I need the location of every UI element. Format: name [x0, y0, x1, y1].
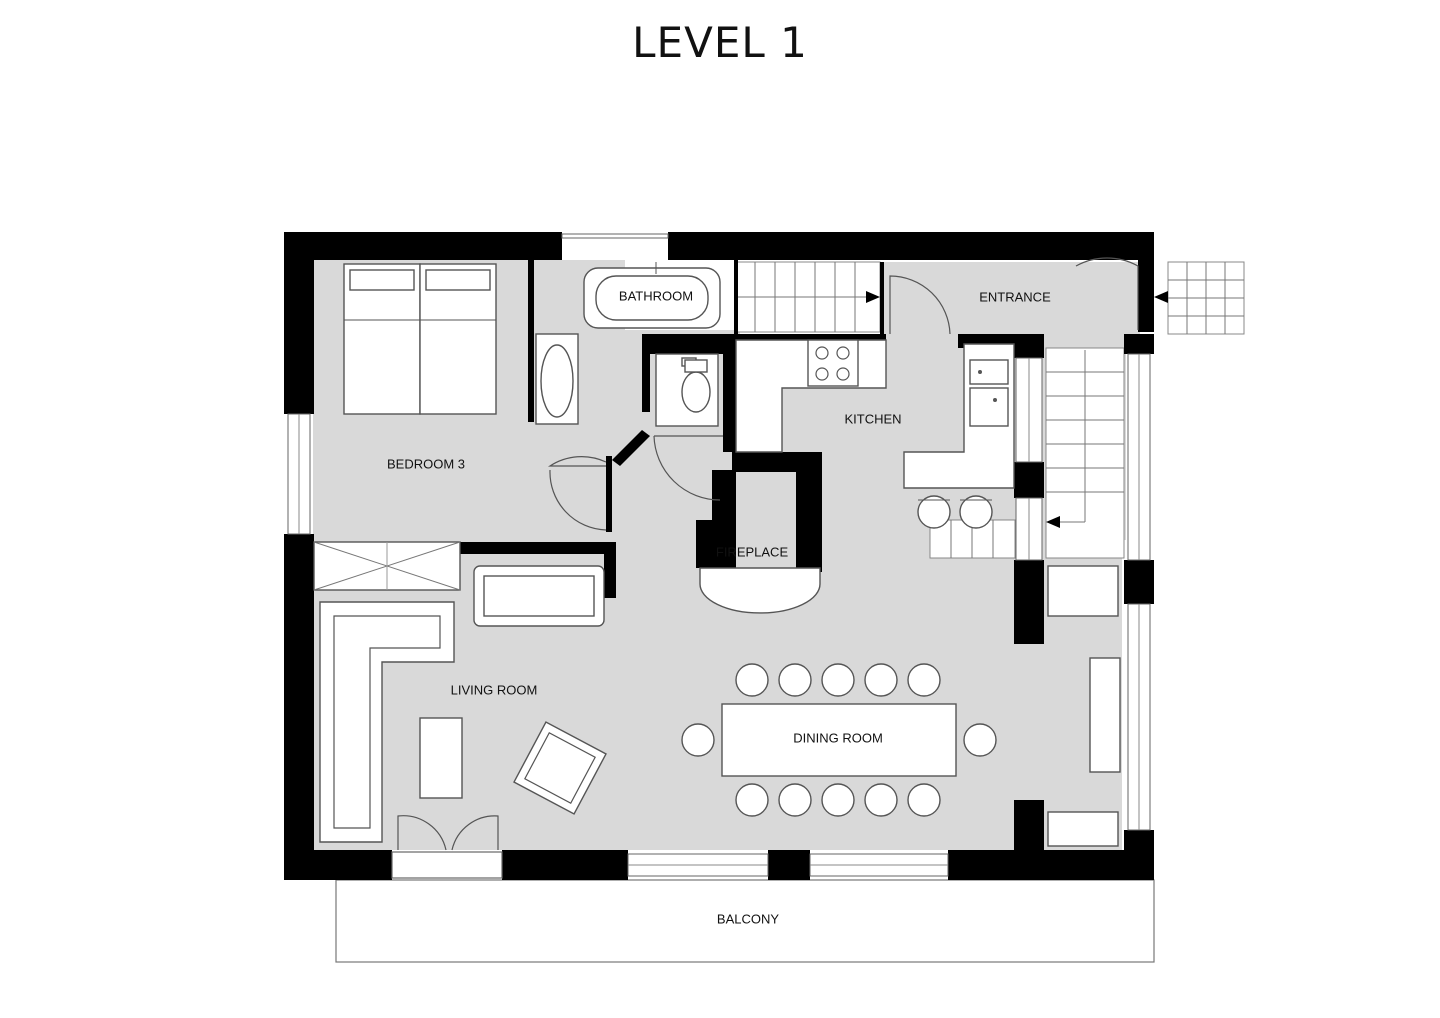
shower-tub [535, 333, 579, 425]
room-label-entrance: ENTRANCE [979, 289, 1051, 304]
armchair [513, 721, 607, 815]
side-cabinet [1047, 565, 1119, 617]
entry-arrow-icon [1154, 291, 1168, 303]
side-cabinet [1047, 811, 1119, 847]
balcony-outline [335, 879, 1155, 963]
room-label-living-room: LIVING ROOM [451, 682, 538, 697]
double-bed [343, 263, 497, 415]
hob-burner [815, 367, 829, 381]
fireplace-hearth [699, 567, 821, 614]
bathtub [583, 262, 721, 329]
wardrobe [313, 541, 461, 591]
sofa [473, 565, 605, 627]
stairs [734, 261, 1245, 559]
room-label-fireplace: FIREPLACE [716, 544, 789, 559]
sideboard [1089, 657, 1121, 773]
toilet [655, 353, 719, 427]
windows [287, 353, 1151, 877]
bar-stools [917, 495, 993, 529]
hob-burner [836, 367, 850, 381]
dining-chairs [681, 663, 997, 817]
room-label-bathroom: BATHROOM [619, 288, 693, 303]
doors [547, 257, 1139, 531]
stair-arrow-icon [866, 291, 880, 303]
kitchen-counter [735, 339, 1015, 489]
dining-table [721, 703, 957, 777]
stair-arrow-icon [1046, 516, 1060, 528]
coffee-table [419, 717, 463, 799]
hob-burner [836, 346, 850, 360]
room-label-kitchen: KITCHEN [844, 411, 901, 426]
room-label-bedroom-3: BEDROOM 3 [387, 456, 465, 471]
page-title: LEVEL 1 [632, 18, 808, 67]
hob-burner [815, 346, 829, 360]
room-label-dining-room: DINING ROOM [793, 730, 883, 745]
balcony-door [391, 815, 503, 879]
room-label-balcony: BALCONY [717, 911, 779, 926]
walls [284, 232, 1154, 880]
corner-sofa [319, 601, 455, 843]
